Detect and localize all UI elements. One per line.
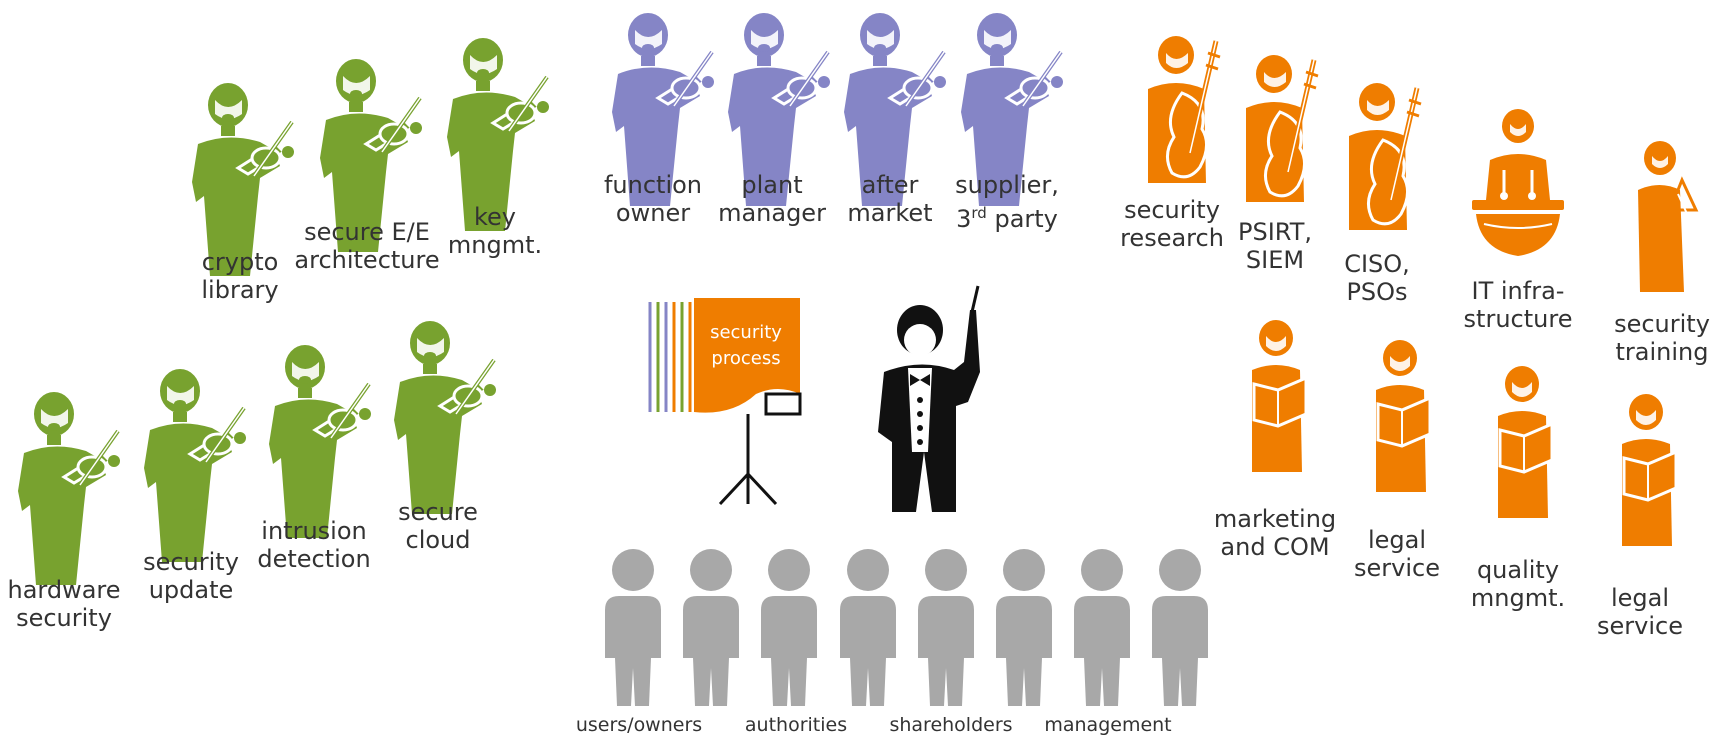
choir-singer-figure	[1366, 336, 1446, 496]
audience-figure	[836, 548, 900, 706]
violinist-figure	[188, 78, 300, 278]
violinist-figure	[265, 340, 377, 540]
audience-figure	[757, 548, 821, 706]
violinist-figure	[724, 8, 836, 208]
audience-figure	[679, 548, 743, 706]
audience-figure	[1070, 548, 1134, 706]
conductor-figure	[872, 285, 992, 512]
timpani-player-figure	[1470, 104, 1566, 264]
cellist-figure	[1142, 33, 1222, 193]
score-line-1: security	[710, 322, 782, 343]
label-ciso-psos: CISO,PSOs	[1344, 250, 1410, 306]
score-label: security process	[696, 320, 796, 372]
music-stand	[648, 298, 802, 508]
violinist-figure	[316, 54, 428, 254]
cellist-figure	[1343, 80, 1423, 240]
triangle-player-figure	[1632, 136, 1699, 296]
violinist-figure	[14, 387, 126, 587]
label-shareholders: shareholders	[889, 714, 1013, 736]
choir-singer-figure	[1612, 390, 1692, 550]
violinist-figure	[608, 8, 720, 208]
audience-figure	[1148, 548, 1212, 706]
score-line-2: process	[711, 348, 781, 369]
audience-figure	[992, 548, 1056, 706]
violinist-figure	[443, 33, 555, 233]
choir-singer-figure	[1242, 316, 1322, 476]
choir-singer-figure	[1488, 362, 1568, 522]
audience-figure	[601, 548, 665, 706]
violinist-figure	[390, 316, 502, 516]
label-supplier-3rd-party: supplier,3rd party	[955, 171, 1059, 233]
label-users-owners: users/owners	[575, 714, 703, 736]
cellist-figure	[1240, 52, 1320, 212]
label-psirt-siem: PSIRT,SIEM	[1237, 218, 1313, 274]
label-authorities: authorities	[744, 714, 848, 736]
label-management: management	[1044, 714, 1172, 736]
label-it-infrastructure: IT infra-structure	[1463, 277, 1573, 333]
violinist-figure	[957, 8, 1069, 208]
violinist-figure	[840, 8, 952, 208]
violinist-figure	[140, 364, 252, 564]
audience-figure	[914, 548, 978, 706]
